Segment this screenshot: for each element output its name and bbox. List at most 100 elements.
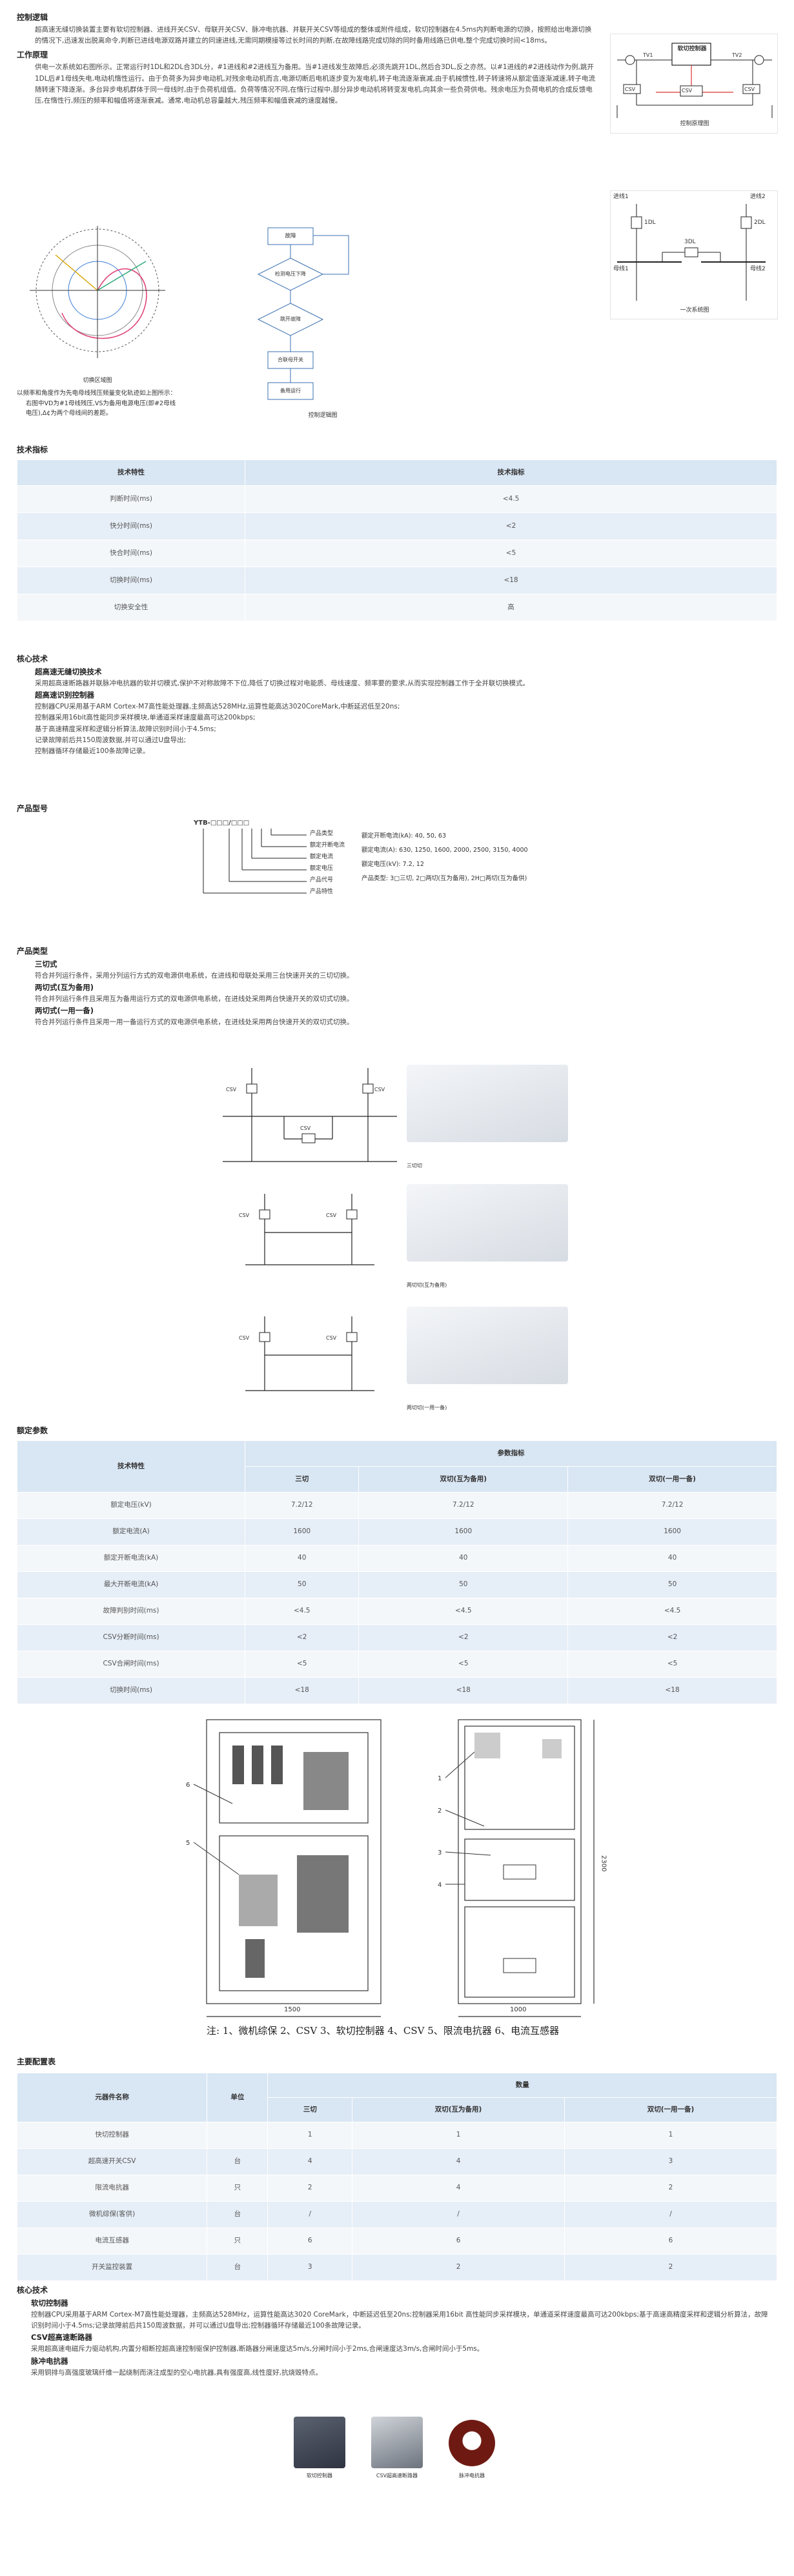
control-logic-text: 超高速无缝切换装置主要有软切控制器、进线开关CSV、母联开关CSV、脉冲电抗器、… [35, 25, 592, 45]
bus-1-label: 母线1 [613, 266, 629, 272]
principle-text: 供电一次系统如右图所示。正常运行时1DL和2DL合3DL分，#1进线和#2进线互… [35, 63, 595, 105]
csv-label-right: CSV [744, 86, 755, 92]
cell: 7.2/12 [358, 1492, 569, 1519]
cell: <2 [567, 1624, 777, 1651]
csv-label: CSV [300, 1125, 311, 1131]
flow-node-close: 合联母开关 [278, 357, 303, 363]
phase-note-1: 以频率和角度作为先电母线残压频量变化轨迹如上图所示： [17, 389, 177, 397]
core-tech-section: 核心技术 超高速无缝切换技术 采用超高速断路器并联脉冲电抗器的软并切模式,保护不… [17, 653, 772, 758]
cell: 6 [352, 2228, 565, 2255]
model-spec-key: 额定电压(kV): [361, 860, 401, 868]
cell: / [564, 2201, 777, 2228]
cell: <18 [358, 1677, 569, 1704]
table-row: 切换时间(ms)<18<18<18 [16, 1677, 777, 1704]
cell: 快合时间(ms) [16, 539, 246, 567]
cell: 超高速开关CSV [16, 2148, 208, 2175]
core-tech-item-1-text: 采用超高速断路器并联脉冲电抗器的软并切模式,保护不对称故障不下位,降低了切换过程… [35, 679, 530, 687]
flow-node-fault: 故障 [285, 233, 296, 239]
cell: 7.2/12 [567, 1492, 777, 1519]
cell: 1600 [245, 1518, 360, 1545]
cell: 台 [207, 2201, 269, 2228]
cell: 电流互感器 [16, 2228, 208, 2255]
table-row: 微机综保(客供)台/// [16, 2201, 777, 2228]
cell: <2 [245, 512, 777, 540]
model-legend-item: 额定开断电流 [310, 842, 345, 849]
three-switch-caption: 三切切 [407, 1163, 422, 1169]
model-spec-value: 7.2, 12 [402, 860, 424, 868]
csv-label-left: CSV [625, 86, 636, 92]
table-row: 快合时间(ms)<5 [16, 539, 777, 567]
cell: 1 [267, 2122, 353, 2149]
model-legend-item: 额定电流 [310, 854, 334, 860]
cell: <4.5 [245, 1598, 360, 1625]
cell: 快分时间(ms) [16, 512, 246, 540]
cell: 1600 [567, 1518, 777, 1545]
config-sub-header: 双切(互为备用) [352, 2097, 565, 2122]
rated-heading: 额定参数 [17, 1426, 48, 1435]
cell: 判断时间(ms) [16, 485, 246, 513]
bus-2-label: 母线2 [750, 266, 766, 272]
core-tech-item-2-line: 控制器采用16bit高性能同步采样模块,单通道采样速度最高可达200kbps; [35, 714, 256, 722]
config-sub-header: 三切 [267, 2097, 353, 2122]
csv-label: CSV [239, 1213, 250, 1218]
cell: 3 [267, 2254, 353, 2281]
dim-height: 2300 [600, 1855, 607, 1872]
types-section: 产品类型 三切式 符合并列运行条件，采用分列运行方式的双电源供电系统，在进线和母… [17, 945, 772, 1029]
table-row: CSV合闸时间(ms)<5<5<5 [16, 1651, 777, 1678]
model-legend-item: 产品代号 [310, 877, 334, 883]
cell: 2 [267, 2175, 353, 2202]
type-2-name: 两切式(互为备用) [35, 983, 94, 992]
cell: 50 [358, 1571, 569, 1598]
cell: <5 [567, 1651, 777, 1678]
core-tech-2-item-2-text: 采用超高速电磁斥力驱动机构,内置分相断控超高速控制驱保护控制器,断路器分闸速度达… [31, 2345, 484, 2353]
callout-number: 5 [186, 1840, 190, 1847]
cell: / [352, 2201, 565, 2228]
three-switch-render [407, 1065, 568, 1142]
table-row: 故障判别时间(ms)<4.5<4.5<4.5 [16, 1598, 777, 1625]
cell: <5 [245, 1651, 360, 1678]
cell: <18 [245, 567, 777, 594]
config-sub-header: 双切(一用一备) [564, 2097, 777, 2122]
model-spec-list: 额定开断电流(kA): 40, 50, 63 额定电流(A): 630, 125… [361, 829, 528, 885]
cell: 额定电流(A) [16, 1518, 246, 1545]
callout-number: 6 [186, 1782, 190, 1789]
1dl-label: 1DL [644, 219, 656, 226]
model-heading: 产品型号 [17, 804, 48, 813]
cell: CSV分断时间(ms) [16, 1624, 246, 1651]
cell: <18 [245, 1677, 360, 1704]
cell [207, 2122, 269, 2149]
table-row: 判断时间(ms)<4.5 [16, 485, 777, 513]
cell: 微机综保(客供) [16, 2201, 208, 2228]
cell: 最大开断电流(kA) [16, 1571, 246, 1598]
rated-sub-header: 三切 [245, 1466, 360, 1493]
3dl-label: 3DL [684, 239, 696, 245]
cell: 6 [564, 2228, 777, 2255]
one-wire-caption: 一次系统图 [680, 307, 709, 314]
cell: 只 [207, 2228, 269, 2255]
config-col-group: 数量 [267, 2073, 777, 2098]
control-principle-diagram: 软切控制器 CSV CSV CSV TV1 TV2 控制原理图 [610, 34, 778, 134]
cell: 2 [352, 2254, 565, 2281]
csv-label: CSV [239, 1335, 250, 1341]
types-heading: 产品类型 [17, 947, 48, 956]
type-1-text: 符合并列运行条件，采用分列运行方式的双电源供电系统，在进线和母联处采用三台快速开… [35, 971, 354, 980]
core-tech-2-heading: 核心技术 [17, 2286, 48, 2295]
model-spec-value: 3□三切, 2□两切(互为备用), 2H□两切(互为备供) [390, 874, 527, 882]
incoming-1-label: 进线1 [613, 194, 629, 200]
csv-breaker-image [371, 2417, 423, 2468]
model-legend-item: 产品类型 [310, 830, 334, 837]
phase-figure: 切换区域图 以频率和角度作为先电母线残压频量变化轨迹如上图所示： 右图中VD为#… [17, 223, 178, 426]
core-tech-item-1-heading: 超高速无缝切换技术 [35, 667, 102, 676]
tech-index-heading: 技术指标 [17, 445, 48, 454]
cell: <4.5 [245, 485, 777, 513]
flow-node-standby: 备用运行 [280, 388, 301, 394]
control-logic-heading: 控制逻辑 [17, 13, 48, 22]
rated-table-wrap: 技术特性 参数指标 三切 双切(互为备用) 双切(一用一备) 额定电压(kV)7… [16, 1440, 777, 1704]
table-row: 切换安全性高 [16, 594, 777, 621]
tech-index-col-feature: 技术特性 [16, 459, 246, 486]
cell: 开关监控装置 [16, 2254, 208, 2281]
principle-heading: 工作原理 [17, 50, 48, 60]
